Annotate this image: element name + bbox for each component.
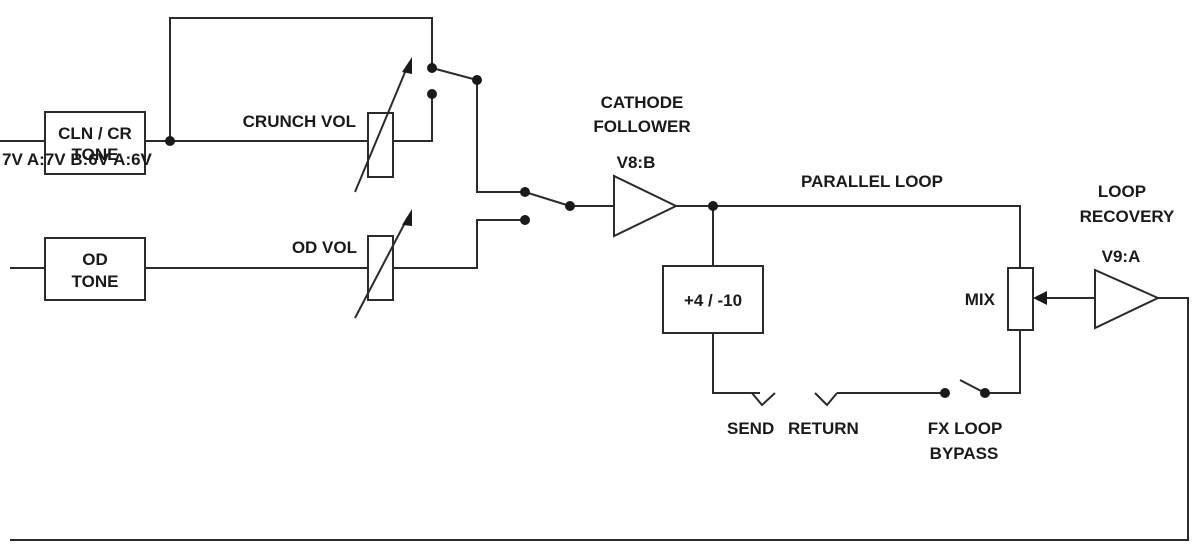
- od-tone-label-2: TONE: [72, 272, 119, 291]
- loop-recovery-label-2: RECOVERY: [1080, 207, 1175, 226]
- parallel-loop-label: PARALLEL LOOP: [801, 172, 943, 191]
- switch2-contact-top: [520, 187, 530, 197]
- switch1-common: [472, 75, 482, 85]
- boxes: [44, 111, 764, 334]
- switch1-wiper: [431, 67, 478, 81]
- od-tone-label-1: OD: [82, 250, 108, 269]
- cln-cr-tone-label-1: CLN / CR: [58, 124, 132, 143]
- wire-top-bypass: [169, 17, 433, 141]
- parallel-junction-dot: [708, 201, 718, 211]
- switch2-contact-bottom: [520, 215, 530, 225]
- od-vol-arrow-line: [354, 216, 409, 319]
- loop-recovery-amp: [1094, 268, 1161, 330]
- mix-pot: [1007, 267, 1034, 331]
- loop-recovery-label-1: LOOP: [1098, 182, 1146, 201]
- wires: [0, 17, 1189, 541]
- return-label: RETURN: [788, 419, 859, 438]
- od-vol-arrowhead: [402, 209, 412, 226]
- crunch-vol-label: CRUNCH VOL: [243, 112, 356, 131]
- fx-loop-bypass-label-1: FX LOOP: [928, 419, 1003, 438]
- mix-wiper-arrowhead: [1033, 291, 1047, 305]
- cathode-follower-label-1: CATHODE: [601, 93, 684, 112]
- od-tone-box: [44, 237, 146, 301]
- switch2-common: [565, 201, 575, 211]
- wire-switch1-to-switch2: [476, 80, 525, 193]
- level-select-box: [662, 265, 764, 334]
- v9a-label: V9:A: [1102, 247, 1141, 266]
- wire-to-send: [712, 333, 760, 394]
- send-jack: [751, 392, 776, 407]
- wire-parallel-loop: [676, 205, 1021, 268]
- labels: CLN / CR TONE 7V A:7V B:6V A:6V OD TONE …: [2, 93, 1175, 463]
- v8b-label: V8:B: [617, 153, 656, 172]
- fx-bypass-contact-right: [980, 388, 990, 398]
- voltage-readout: 7V A:7V B:6V A:6V: [2, 150, 153, 169]
- junction-dot: [165, 136, 175, 146]
- cln-cr-tone-label-2: TONE: [72, 145, 119, 164]
- amplifiers: [613, 174, 1161, 330]
- level-select-label: +4 / -10: [684, 291, 742, 310]
- return-jack: [814, 392, 838, 407]
- switch1-contact-top: [427, 63, 437, 73]
- potentiometers: [354, 57, 1047, 331]
- wire-bypass-to-mix: [985, 330, 1021, 394]
- cln-cr-tone-box: [44, 111, 146, 175]
- crunch-vol-arrow-line: [354, 64, 409, 193]
- crunch-vol-pot: [367, 112, 394, 178]
- mix-label: MIX: [965, 290, 996, 309]
- switch2-wiper: [524, 191, 571, 207]
- cathode-follower-label-2: FOLLOWER: [593, 117, 690, 136]
- wire-recovery-out: [10, 297, 1189, 541]
- fx-loop-bypass-label-2: BYPASS: [930, 444, 999, 463]
- send-label: SEND: [727, 419, 774, 438]
- crunch-vol-arrowhead: [402, 57, 412, 74]
- switch1-contact-bottom: [427, 89, 437, 99]
- dots: [165, 63, 990, 398]
- cathode-follower-amp: [613, 174, 679, 238]
- od-vol-label: OD VOL: [292, 238, 357, 257]
- wire-od-to-switch2: [393, 219, 525, 269]
- fx-bypass-contact-left: [940, 388, 950, 398]
- wire-crunch-to-switch: [393, 94, 433, 142]
